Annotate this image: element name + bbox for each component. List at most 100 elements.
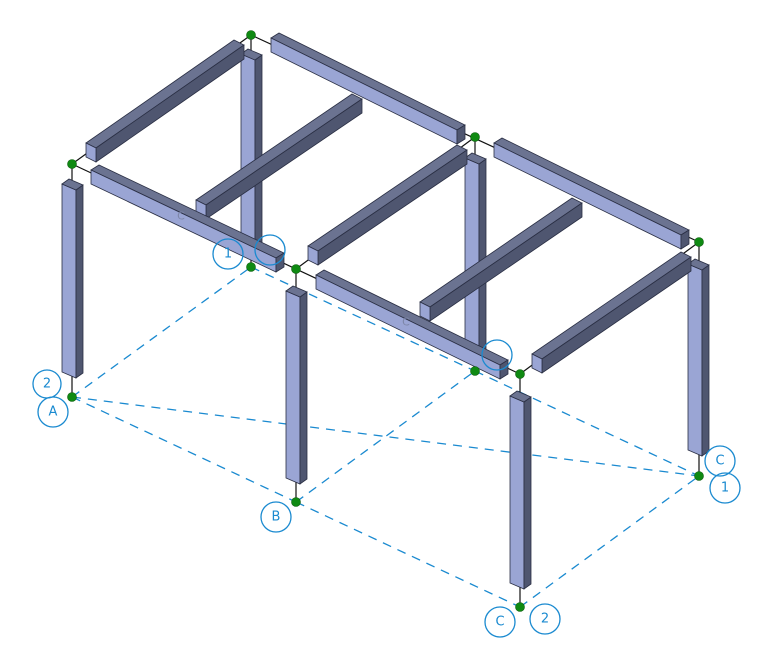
node-point	[470, 366, 480, 376]
grid-bubble-1-right[interactable]: 1	[709, 472, 741, 504]
node-point	[67, 159, 77, 169]
node-point	[470, 132, 480, 142]
beam-grid-C	[531, 251, 692, 374]
column-C1	[687, 258, 710, 457]
grid-line	[295, 501, 521, 608]
beam-back-bay2	[493, 137, 690, 250]
grid-line	[71, 266, 252, 398]
grid-line	[71, 396, 297, 503]
beam-top-face	[307, 144, 468, 252]
node-point	[246, 262, 256, 272]
node-point	[515, 602, 525, 612]
beam-end-face	[419, 301, 431, 322]
column-top-face	[464, 152, 487, 165]
column-front-face	[61, 183, 77, 379]
grid-label: 1	[224, 247, 232, 262]
beam-front-bay1	[90, 164, 285, 273]
node-point	[291, 264, 301, 274]
beam-side-face	[317, 149, 468, 266]
grid-label: A	[49, 405, 58, 420]
grid-label: C	[495, 615, 504, 630]
grid-label: 2	[43, 377, 51, 392]
beam-top-face	[270, 32, 466, 131]
column-B1	[464, 152, 487, 361]
grid-label: 2	[541, 612, 549, 627]
beam-end-face	[499, 359, 509, 380]
grid-bubble-A[interactable]: A	[37, 396, 69, 428]
grid-label: 1	[721, 481, 729, 496]
node-point	[515, 369, 525, 379]
grid-bubble-2[interactable]: 2	[32, 369, 62, 399]
grid-lines	[71, 266, 700, 608]
node-point	[694, 471, 704, 481]
column-side-face	[523, 396, 532, 590]
column-top-face	[509, 390, 532, 403]
beam-top-face	[531, 251, 692, 360]
grid-bubble-2-front[interactable]: 2	[529, 603, 561, 635]
beam-front-bay2	[315, 269, 509, 380]
member-mark: C	[177, 210, 185, 223]
beam-mid-bay1	[195, 93, 363, 220]
column-top-face	[61, 178, 84, 191]
grid-label: C	[715, 454, 724, 469]
grid-bubble-1-back[interactable]: 1	[212, 238, 244, 270]
grid-line	[519, 475, 700, 608]
column-front-face	[464, 157, 480, 361]
beam-end-face	[680, 229, 690, 250]
node-point	[694, 237, 704, 247]
grid-line	[71, 396, 700, 477]
column-side-face	[254, 54, 263, 253]
beam-grid-B	[307, 144, 468, 266]
beam-side-face	[429, 202, 583, 322]
grid-bubble-B[interactable]: B	[260, 501, 292, 533]
node-point	[291, 497, 301, 507]
beam-front-face	[270, 37, 458, 145]
column-side-face	[75, 184, 84, 379]
member-marks: C C	[177, 210, 410, 329]
grid-bubble-hidden-2[interactable]	[481, 339, 513, 371]
column-top-face	[687, 258, 710, 271]
grid-label: B	[272, 510, 281, 525]
column-front-face	[285, 290, 301, 485]
grid-labels: 2 A 1 B C 1 C 2	[32, 234, 741, 638]
beam-top-face	[85, 39, 245, 149]
member-mark: C	[402, 316, 410, 329]
beam-side-face	[541, 256, 692, 374]
beam-end-face	[531, 353, 543, 374]
column-C2	[509, 390, 532, 590]
grid-bubble-hidden-1[interactable]	[254, 234, 286, 266]
node-point	[246, 30, 256, 40]
column-front-face	[240, 53, 256, 253]
beam-side-face	[205, 98, 363, 220]
beam-end-face	[307, 245, 319, 266]
column-A2	[61, 178, 84, 379]
beam-grid-A	[85, 39, 245, 163]
column-A1	[240, 48, 263, 253]
beam-end-face	[275, 252, 285, 273]
beam-end-face	[85, 142, 97, 163]
column-front-face	[687, 263, 703, 457]
beam-end-face	[456, 124, 466, 145]
column-side-face	[701, 264, 710, 457]
node-point	[67, 392, 77, 402]
grid-bubble-C-front[interactable]: C	[484, 606, 516, 638]
column-side-face	[299, 291, 308, 485]
grid-line	[250, 266, 476, 372]
column-B2	[285, 285, 308, 485]
beam-top-face	[419, 197, 583, 308]
grid-bubble-C-right[interactable]: C	[704, 445, 736, 477]
beam-side-face	[95, 44, 245, 163]
structural-members	[61, 32, 710, 607]
column-front-face	[509, 395, 525, 590]
grid-line	[295, 370, 476, 503]
grid-line	[474, 370, 700, 477]
column-top-face	[285, 285, 308, 298]
beam-mid-bay2	[419, 197, 583, 322]
beam-top-face	[493, 137, 690, 236]
beam-top-face	[195, 93, 363, 206]
beam-back-bay1	[270, 32, 466, 145]
nodes	[67, 30, 704, 612]
column-top-face	[240, 48, 263, 61]
